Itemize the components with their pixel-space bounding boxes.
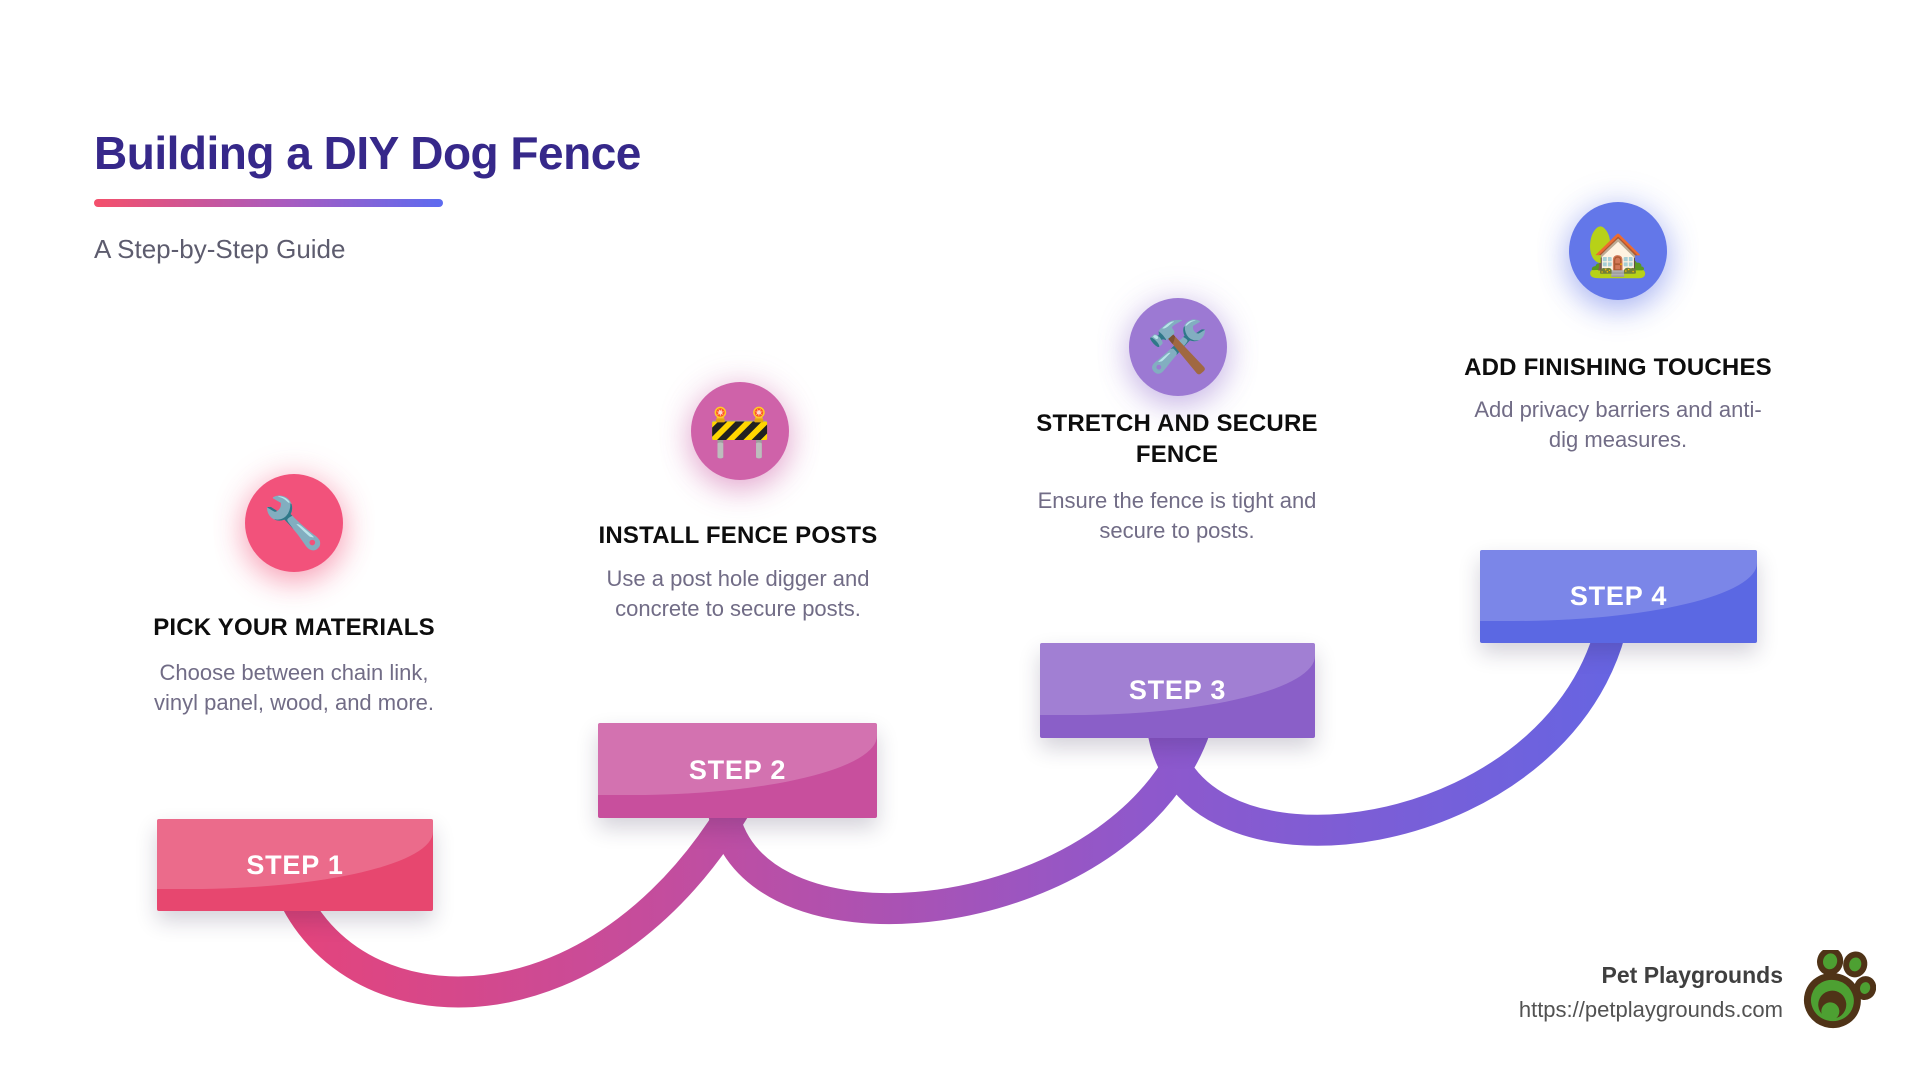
construction-barrier-icon: 🚧	[708, 403, 772, 459]
step1-label: STEP 1	[246, 849, 344, 880]
house-with-garden-icon: 🏡	[1586, 223, 1650, 279]
step4-heading-wrap: ADD FINISHING TOUCHES	[1428, 352, 1808, 383]
step3-label: STEP 3	[1128, 675, 1227, 705]
step3-icon-circle: 🛠️	[1129, 298, 1227, 396]
step3-heading: STRETCH AND SECURE FENCE	[1036, 410, 1318, 468]
step1-heading-wrap: PICK YOUR MATERIALS	[104, 612, 484, 643]
step4-label-box: STEP 4	[1480, 550, 1757, 643]
step2-icon-circle: 🚧	[691, 382, 789, 480]
step1-label-box: STEP 1	[157, 819, 433, 911]
connector-step2-step3	[706, 696, 1219, 925]
step3-description: Ensure the fence is tight and secure to …	[1037, 488, 1317, 543]
page-title: Building a DIY Dog Fence	[94, 127, 641, 179]
step4-label: STEP 4	[1569, 581, 1668, 611]
paw-logo-icon	[1803, 950, 1876, 1029]
step2-description: Use a post hole digger and concrete to s…	[606, 566, 870, 621]
website-url: https://petplaygrounds.com	[1518, 997, 1783, 1022]
step4-heading: ADD FINISHING TOUCHES	[1464, 354, 1772, 381]
step3-label-box: STEP 3	[1040, 643, 1315, 738]
step4-description: Add privacy barriers and anti- dig measu…	[1474, 397, 1762, 452]
step1-icon-circle: 🔧	[245, 474, 343, 572]
connector-step3-step4	[1146, 583, 1634, 846]
step1-description: Choose between chain link, vinyl panel, …	[153, 660, 435, 715]
step2-label: STEP 2	[688, 755, 787, 785]
step2-heading-wrap: INSTALL FENCE POSTS	[548, 520, 928, 551]
step2-label-box: STEP 2	[598, 723, 877, 818]
step3-heading-wrap: STRETCH AND SECURE FENCE	[987, 408, 1367, 470]
step4-icon-circle: 🏡	[1569, 202, 1667, 300]
step1-heading: PICK YOUR MATERIALS	[153, 614, 435, 641]
connector-step1-step2	[270, 770, 766, 1008]
step2-heading: INSTALL FENCE POSTS	[598, 522, 878, 549]
footer: Pet Playgrounds https://petplaygrounds.c…	[1519, 962, 1783, 1023]
title-underline	[94, 199, 443, 207]
hammer-and-wrench-icon: 🛠️	[1146, 319, 1210, 375]
page-subtitle: A Step-by-Step Guide	[94, 234, 346, 264]
wrench-icon: 🔧	[262, 495, 326, 551]
brand-name: Pet Playgrounds	[1601, 962, 1783, 988]
